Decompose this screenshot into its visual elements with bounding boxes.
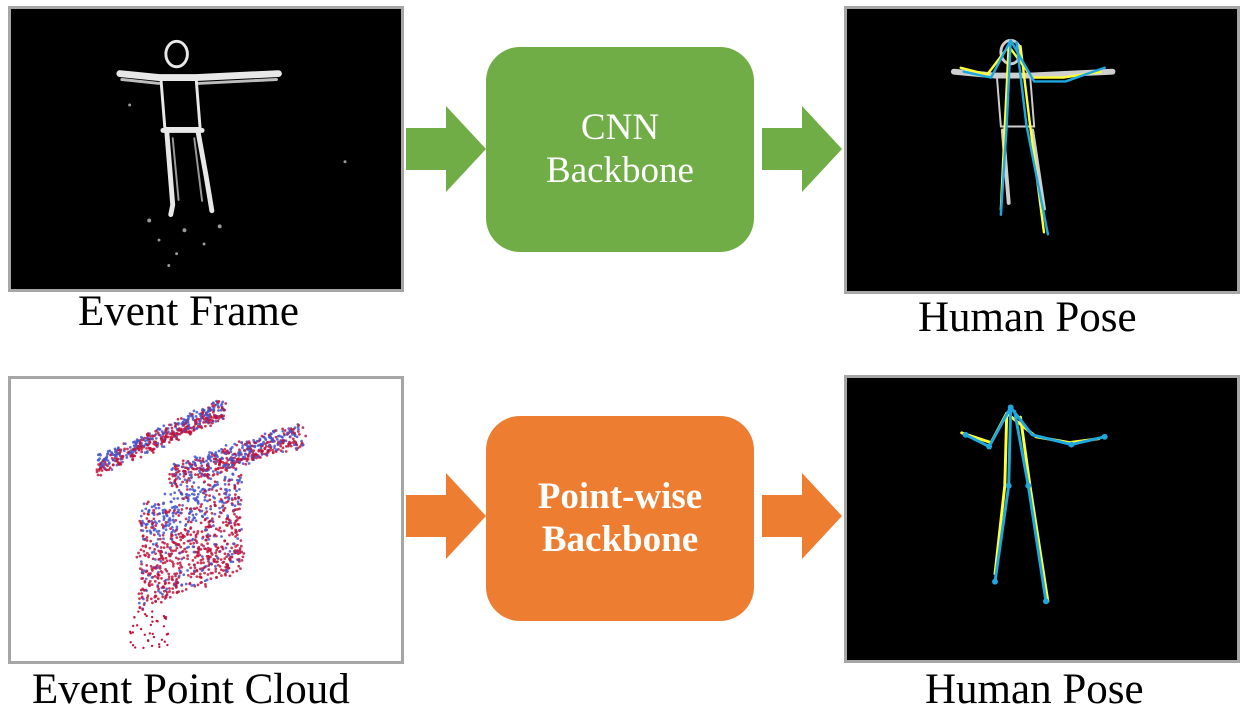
arrow-right-icon	[406, 473, 486, 559]
event-frame-silhouette	[116, 39, 347, 267]
cnn-backbone-box: CNN Backbone	[486, 47, 754, 252]
human-pose-caption-bottom: Human Pose	[925, 666, 1144, 713]
event-frame-image	[8, 6, 404, 292]
point-wise-backbone-box: Point-wise Backbone	[486, 416, 754, 621]
pose-overlay-on-event-frame	[950, 38, 1116, 236]
event-point-cloud-caption: Event Point Cloud	[32, 666, 350, 713]
cnn-backbone-label-line2: Backbone	[546, 149, 694, 191]
pose-skeleton	[960, 404, 1108, 605]
point-wise-backbone-label-line1: Point-wise	[537, 475, 703, 517]
arrow-right-icon	[762, 473, 842, 559]
point-cloud-scatter	[95, 399, 308, 650]
cnn-backbone-label-line1: CNN	[580, 106, 660, 148]
arrow-right-icon	[762, 106, 842, 192]
human-pose-skeleton-image	[844, 375, 1240, 663]
event-point-cloud-image	[8, 376, 404, 664]
point-cloud-dots	[95, 399, 308, 650]
human-pose-caption-top: Human Pose	[918, 294, 1137, 341]
human-pose-frame-image	[844, 6, 1240, 294]
event-frame-caption: Event Frame	[78, 288, 299, 335]
point-wise-backbone-label-line2: Backbone	[541, 518, 699, 560]
arrow-right-icon	[406, 106, 486, 192]
